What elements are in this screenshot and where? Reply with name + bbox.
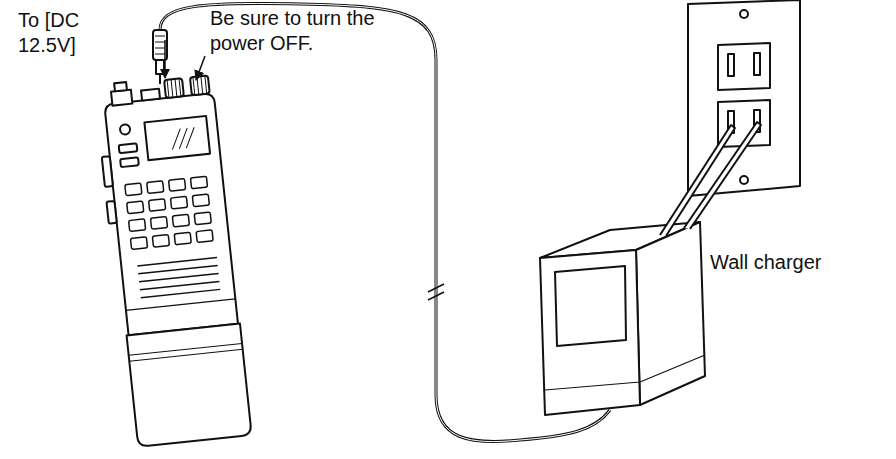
note-label: To [DC 12.5V]	[18, 8, 138, 58]
note-label: Be sure to turn the power OFF.	[210, 6, 380, 56]
leader-arrow	[164, 40, 166, 78]
dc-plug	[153, 30, 167, 84]
part-label: Wall charger	[710, 250, 890, 275]
handheld-radio	[94, 73, 251, 448]
cable-break	[428, 284, 444, 300]
leader-arrow	[196, 56, 205, 80]
